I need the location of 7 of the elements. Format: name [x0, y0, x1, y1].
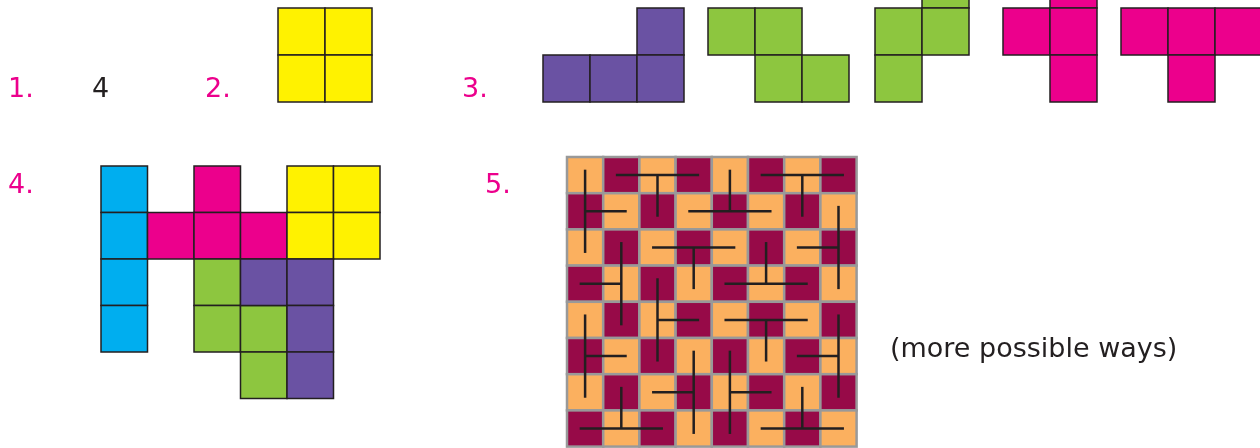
step-number: 1.	[8, 72, 34, 104]
step-number: 3.	[462, 72, 488, 104]
step-number: 4.	[8, 168, 34, 200]
step-number: 5.	[485, 168, 511, 200]
step-number: 2.	[205, 72, 231, 104]
answer-number: 4	[92, 72, 110, 104]
note-text: (more possible ways)	[890, 332, 1178, 364]
